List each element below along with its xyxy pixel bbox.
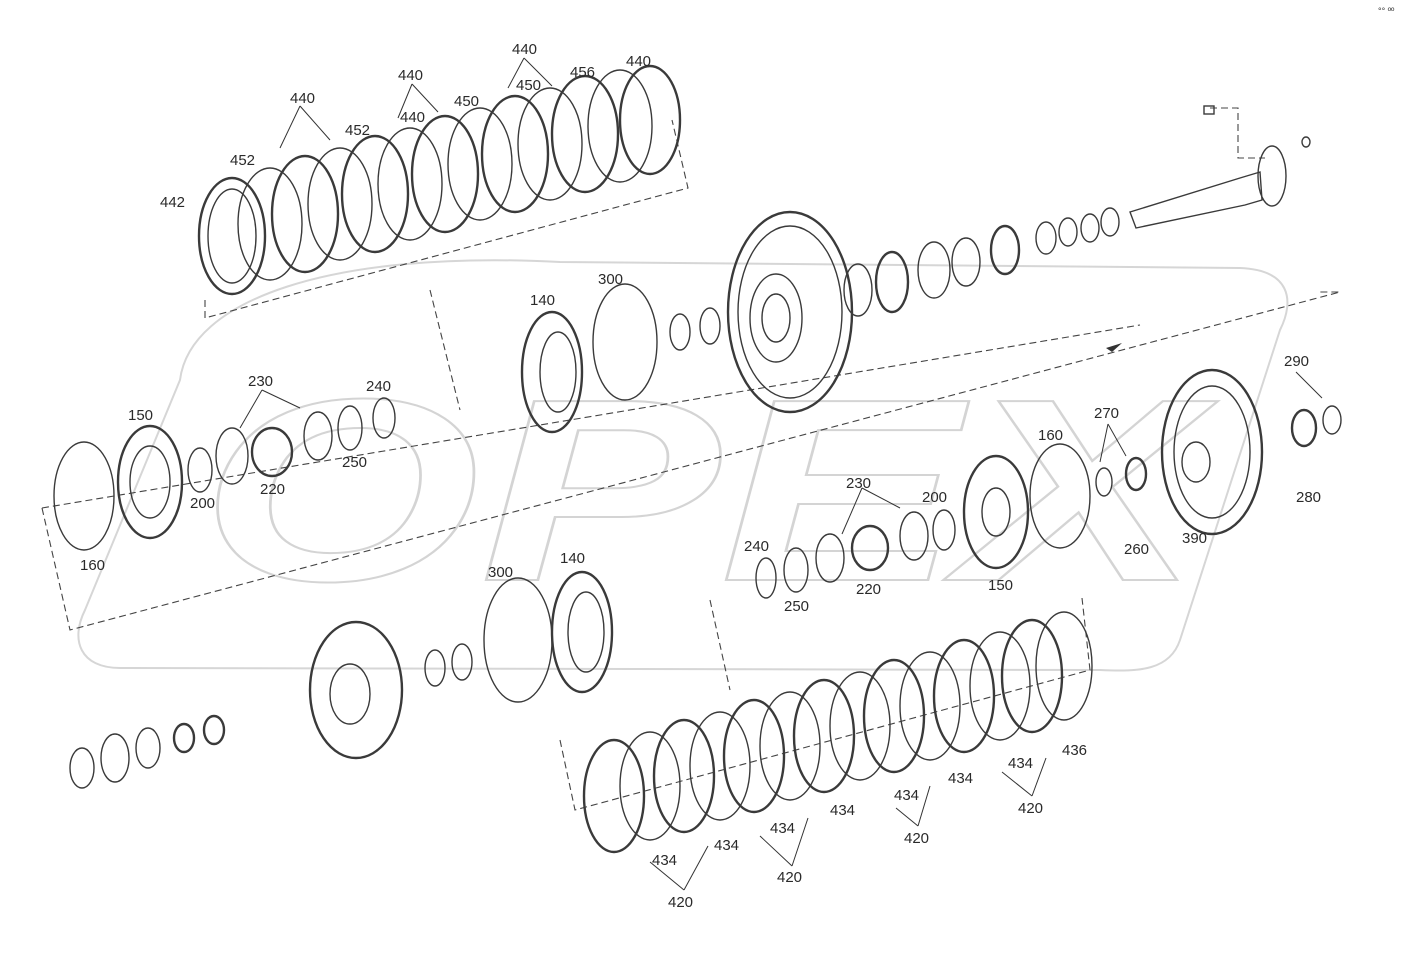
- part-label: 420: [777, 869, 802, 886]
- part-label: 230: [846, 475, 871, 492]
- part-label: 434: [714, 837, 739, 854]
- part-label: 280: [1296, 489, 1321, 506]
- part-label: 250: [784, 598, 809, 615]
- part-label: 434: [652, 852, 677, 869]
- part-label: 440: [400, 109, 425, 126]
- part-label: 240: [744, 538, 769, 555]
- part-label: 240: [366, 378, 391, 395]
- bottom-stack-labels: 436 434 434 434 420 434 420 434 434 420 …: [652, 742, 1087, 911]
- part-label: 450: [516, 77, 541, 94]
- lower-labels: 300 140: [488, 550, 585, 581]
- part-label: 434: [948, 770, 973, 787]
- part-label: 452: [345, 122, 370, 139]
- watermark: OPEX: [77, 259, 1289, 672]
- part-label: 250: [342, 454, 367, 471]
- part-label: 450: [454, 93, 479, 110]
- part-label: 434: [1008, 755, 1033, 772]
- part-label: 300: [488, 564, 513, 581]
- top-stack-labels: 440 440 440 440 456 450 450 452 452 440 …: [160, 41, 651, 211]
- part-label: 290: [1284, 353, 1309, 370]
- part-label: 434: [894, 787, 919, 804]
- part-label: 220: [856, 581, 881, 598]
- large-drive-gear: [726, 210, 854, 414]
- part-label: 300: [598, 271, 623, 288]
- part-label: 390: [1182, 530, 1207, 547]
- part-label: 440: [626, 53, 651, 70]
- part-label: 456: [570, 64, 595, 81]
- part-label: 434: [830, 802, 855, 819]
- part-label: 160: [80, 557, 105, 574]
- part-label: 150: [128, 407, 153, 424]
- mid-left-labels: 140 300 230 240 150 250 200 220 160: [80, 271, 623, 574]
- part-label: 200: [922, 489, 947, 506]
- corner-mark: °° ºº: [1378, 6, 1395, 16]
- part-label: 440: [512, 41, 537, 58]
- part-label: 440: [290, 90, 315, 107]
- upper-shaft-parts: [843, 105, 1311, 317]
- part-label: 436: [1062, 742, 1087, 759]
- part-label: 434: [770, 820, 795, 837]
- part-label: 160: [1038, 427, 1063, 444]
- part-label: 230: [248, 373, 273, 390]
- part-label: 140: [560, 550, 585, 567]
- part-label: 440: [398, 67, 423, 84]
- lower-gear-group: [69, 570, 614, 789]
- middle-right-group: [755, 368, 1342, 599]
- middle-left-group: [53, 283, 721, 551]
- bottom-clutch-stack: [582, 611, 1093, 854]
- part-label: 220: [260, 481, 285, 498]
- leader-lines: [239, 57, 1323, 891]
- mid-right-labels: 290 270 160 230 200 280 260 390 240 250 …: [744, 353, 1321, 615]
- top-clutch-stack: [197, 64, 682, 296]
- part-label: 420: [668, 894, 693, 911]
- part-label: 420: [904, 830, 929, 847]
- part-label: 270: [1094, 405, 1119, 422]
- part-label: 442: [160, 194, 185, 211]
- part-label: 140: [530, 292, 555, 309]
- watermark-text: OPEX: [200, 346, 1219, 636]
- part-label: 200: [190, 495, 215, 512]
- part-label: 420: [1018, 800, 1043, 817]
- part-label: 150: [988, 577, 1013, 594]
- part-label: 452: [230, 152, 255, 169]
- part-label: 260: [1124, 541, 1149, 558]
